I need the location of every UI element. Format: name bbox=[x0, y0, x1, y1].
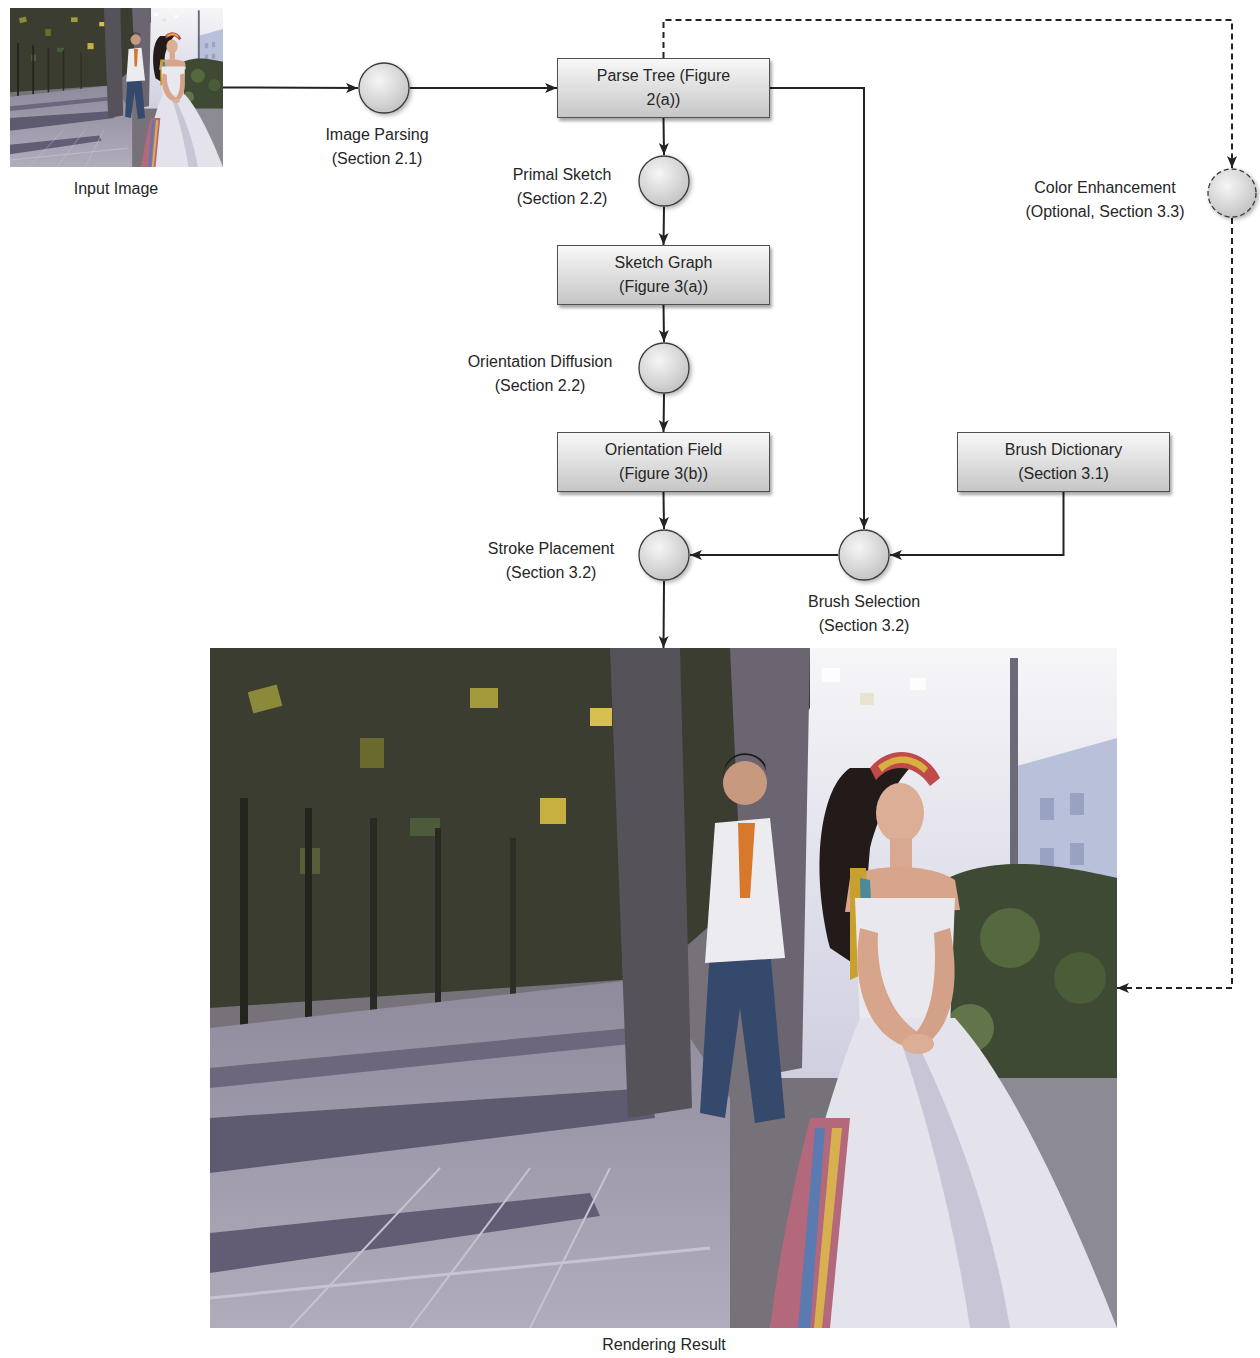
process-circle: Primal Sketch (Section 2.2) bbox=[638, 155, 690, 207]
label-block: Parse Tree (Figure 2(a)) bbox=[596, 64, 731, 112]
label-block: Sketch Graph (Figure 3(a)) bbox=[596, 251, 731, 299]
circle-outline bbox=[638, 155, 690, 207]
process-circle: Color Enhancement (Optional, Section 3.3… bbox=[1207, 168, 1257, 218]
circle-outline bbox=[358, 62, 410, 114]
label-block: Image Parsing (Section 2.1) bbox=[312, 123, 442, 171]
circle-shape bbox=[639, 156, 689, 206]
image-panel: Input Image bbox=[10, 8, 223, 167]
flow-arrow bbox=[663, 118, 666, 155]
flow-arrow bbox=[690, 554, 838, 556]
flow-arrow bbox=[770, 88, 864, 529]
label-block: Stroke Placement (Section 3.2) bbox=[471, 537, 631, 585]
flow-arrow bbox=[890, 492, 1064, 555]
image-panel: Rendering Result bbox=[210, 648, 1117, 1328]
node-label: Brush Selection (Section 3.2) bbox=[794, 590, 934, 638]
flow-arrow bbox=[663, 207, 666, 245]
node-label: Rendering Result bbox=[564, 1335, 764, 1355]
process-circle: Brush Selection (Section 3.2) bbox=[838, 529, 890, 581]
label-block: Brush Selection (Section 3.2) bbox=[794, 590, 934, 638]
node-label: Brush Dictionary (Section 3.1) bbox=[996, 438, 1131, 486]
circle-shape bbox=[639, 530, 689, 580]
circle-outline bbox=[638, 342, 690, 394]
node-label: Orientation Diffusion (Section 2.2) bbox=[455, 350, 625, 398]
flow-arrow bbox=[1117, 218, 1232, 988]
process-box: Parse Tree (Figure 2(a)) bbox=[557, 58, 770, 118]
process-box: Orientation Field (Figure 3(b)) bbox=[557, 432, 770, 492]
circle-outline bbox=[638, 529, 690, 581]
process-box: Sketch Graph (Figure 3(a)) bbox=[557, 245, 770, 305]
label-block: Input Image bbox=[36, 177, 196, 201]
flow-arrow bbox=[663, 394, 666, 432]
flow-arrow bbox=[223, 87, 358, 90]
process-circle: Orientation Diffusion (Section 2.2) bbox=[638, 342, 690, 394]
label-block: Orientation Field (Figure 3(b)) bbox=[596, 438, 731, 486]
label-block: Primal Sketch (Section 2.2) bbox=[497, 163, 627, 211]
circle-outline bbox=[838, 529, 890, 581]
rendered-painting bbox=[210, 648, 1117, 1328]
input-photo bbox=[10, 8, 223, 167]
flow-arrow bbox=[663, 305, 666, 342]
circle-shape bbox=[359, 63, 409, 113]
flow-arrow bbox=[663, 492, 666, 529]
label-block: Rendering Result bbox=[564, 1335, 764, 1355]
label-block: Orientation Diffusion (Section 2.2) bbox=[455, 350, 625, 398]
node-label: Stroke Placement (Section 3.2) bbox=[471, 537, 631, 585]
node-label: Parse Tree (Figure 2(a)) bbox=[596, 64, 731, 112]
node-label: Sketch Graph (Figure 3(a)) bbox=[596, 251, 731, 299]
process-circle: Stroke Placement (Section 3.2) bbox=[638, 529, 690, 581]
circle-shape bbox=[839, 530, 889, 580]
node-label: Color Enhancement (Optional, Section 3.3… bbox=[1014, 176, 1196, 224]
process-circle: Image Parsing (Section 2.1) bbox=[358, 62, 410, 114]
node-label: Primal Sketch (Section 2.2) bbox=[497, 163, 627, 211]
process-box: Brush Dictionary (Section 3.1) bbox=[957, 432, 1170, 492]
node-label: Image Parsing (Section 2.1) bbox=[312, 123, 442, 171]
circle-outline bbox=[1207, 168, 1257, 218]
label-block: Color Enhancement (Optional, Section 3.3… bbox=[1014, 176, 1196, 224]
node-label: Orientation Field (Figure 3(b)) bbox=[596, 438, 731, 486]
flow-arrow bbox=[663, 581, 666, 648]
circle-shape bbox=[639, 343, 689, 393]
node-label: Input Image bbox=[36, 177, 196, 201]
flow-arrow bbox=[410, 87, 557, 89]
circle-shape bbox=[1208, 169, 1256, 217]
label-block: Brush Dictionary (Section 3.1) bbox=[996, 438, 1131, 486]
